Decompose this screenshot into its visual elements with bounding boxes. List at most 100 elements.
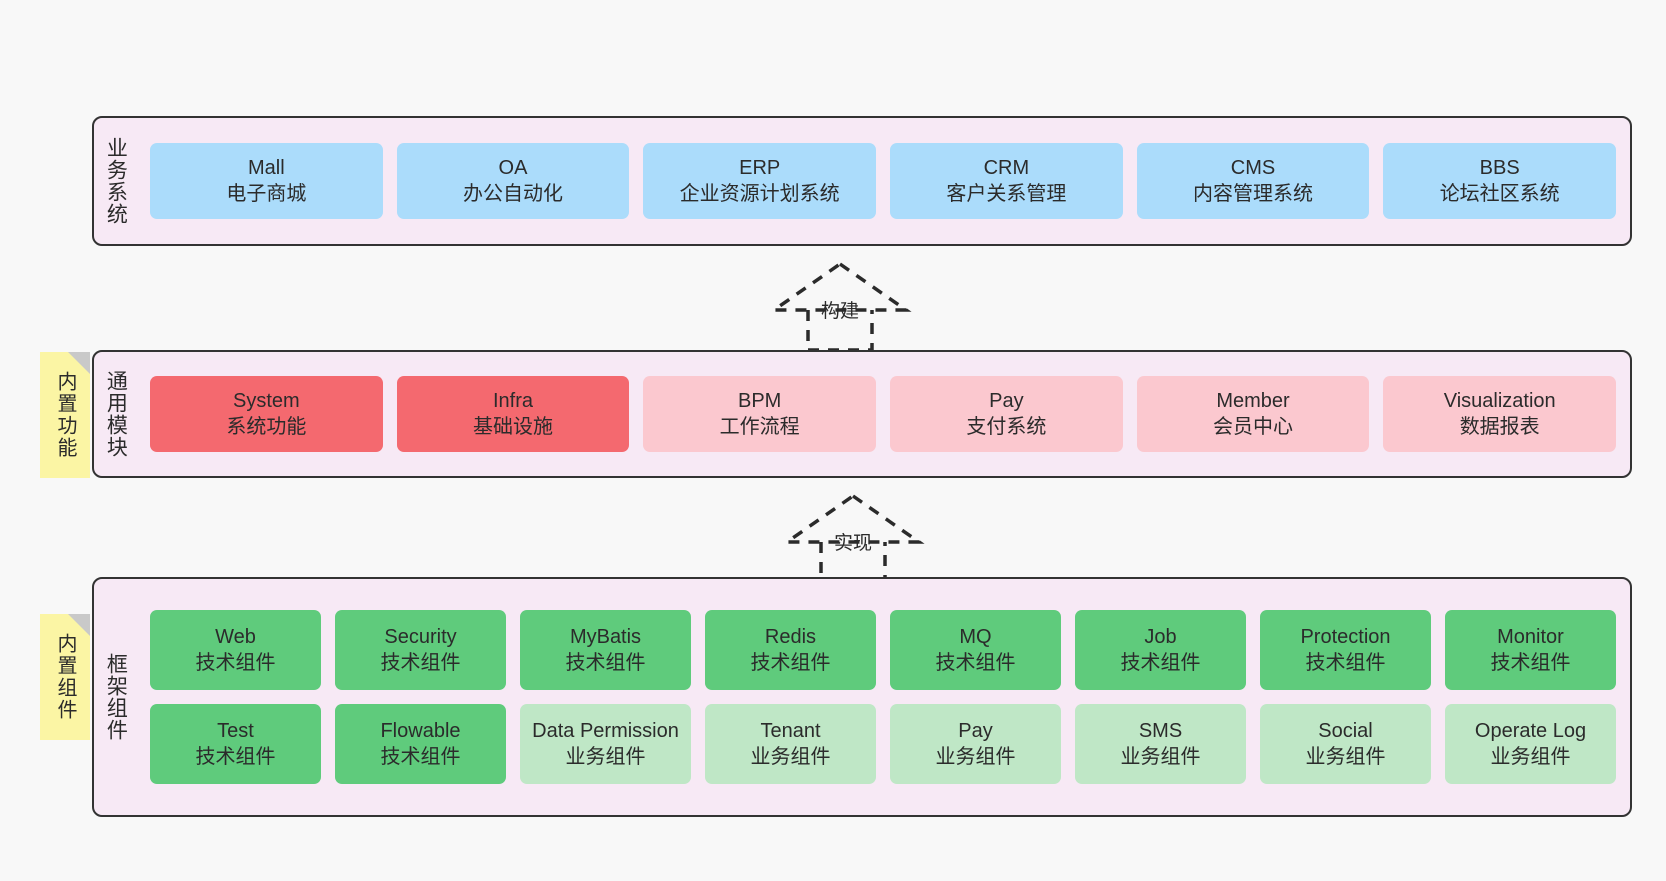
cell-tenant[interactable]: Tenant 业务组件 bbox=[705, 704, 876, 784]
cell-subtitle: 系统功能 bbox=[226, 416, 307, 438]
cell-visualization[interactable]: Visualization 数据报表 bbox=[1383, 376, 1617, 452]
cell-subtitle: 数据报表 bbox=[1459, 416, 1540, 438]
cell-member[interactable]: Member 会员中心 bbox=[1136, 376, 1370, 452]
cell-title: MQ bbox=[959, 625, 992, 648]
layer-body-business-systems: Mall 电子商城 OA 办公自动化 ERP 企业资源计划系统 CRM 客户关系… bbox=[136, 118, 1630, 244]
cell-title: Pay bbox=[958, 719, 993, 742]
cell-crm[interactable]: CRM 客户关系管理 bbox=[890, 143, 1123, 219]
cell-subtitle: 技术组件 bbox=[1120, 652, 1201, 674]
cell-job[interactable]: Job 技术组件 bbox=[1075, 610, 1246, 690]
layer-body-framework-components: Web 技术组件 Security 技术组件 MyBatis 技术组件 Redi… bbox=[136, 579, 1630, 815]
cell-mall[interactable]: Mall 电子商城 bbox=[150, 143, 383, 219]
cell-title: Security bbox=[384, 625, 457, 648]
cell-title: Job bbox=[1144, 625, 1177, 648]
cell-subtitle: 业务组件 bbox=[1305, 746, 1386, 768]
cell-mybatis[interactable]: MyBatis 技术组件 bbox=[520, 610, 691, 690]
cell-title: Web bbox=[215, 625, 256, 648]
layer-common-modules: 通用模块 System 系统功能 Infra 基础设施 BPM 工作流程 Pay… bbox=[92, 350, 1632, 478]
cell-subtitle: 客户关系管理 bbox=[946, 183, 1067, 205]
cell-title: Monitor bbox=[1497, 625, 1564, 648]
cell-subtitle: 业务组件 bbox=[935, 746, 1016, 768]
cell-monitor[interactable]: Monitor 技术组件 bbox=[1445, 610, 1616, 690]
cell-flowable[interactable]: Flowable 技术组件 bbox=[335, 704, 506, 784]
cell-subtitle: 基础设施 bbox=[473, 416, 553, 438]
connector-build-arrow: 构建 bbox=[760, 258, 920, 354]
cell-title: Visualization bbox=[1443, 389, 1556, 412]
cell-title: Pay bbox=[989, 389, 1024, 412]
cell-row: Web 技术组件 Security 技术组件 MyBatis 技术组件 Redi… bbox=[150, 610, 1616, 690]
cell-subtitle: 论坛社区系统 bbox=[1439, 183, 1560, 205]
cell-subtitle: 电子商城 bbox=[226, 183, 307, 205]
sticky-note-label: 内置组件 bbox=[54, 633, 76, 721]
cell-row: System 系统功能 Infra 基础设施 BPM 工作流程 Pay 支付系统… bbox=[150, 376, 1617, 452]
cell-data-permission[interactable]: Data Permission 业务组件 bbox=[520, 704, 691, 784]
cell-bpm[interactable]: BPM 工作流程 bbox=[643, 376, 877, 452]
cell-title: CMS bbox=[1230, 156, 1276, 179]
cell-infra[interactable]: Infra 基础设施 bbox=[396, 376, 630, 452]
layer-title-business-systems: 业务系统 bbox=[104, 137, 128, 225]
cell-subtitle: 技术组件 bbox=[565, 652, 646, 674]
cell-subtitle: 会员中心 bbox=[1213, 416, 1294, 438]
cell-title: Data Permission bbox=[532, 719, 679, 742]
cell-subtitle: 技术组件 bbox=[935, 652, 1016, 674]
cell-subtitle: 内容管理系统 bbox=[1193, 183, 1314, 205]
cell-title: Member bbox=[1216, 389, 1290, 412]
cell-sms[interactable]: SMS 业务组件 bbox=[1075, 704, 1246, 784]
cell-system[interactable]: System 系统功能 bbox=[150, 376, 383, 452]
cell-subtitle: 技术组件 bbox=[750, 652, 831, 674]
cell-row: Mall 电子商城 OA 办公自动化 ERP 企业资源计划系统 CRM 客户关系… bbox=[150, 143, 1617, 219]
sticky-note-label: 内置功能 bbox=[54, 371, 76, 459]
cell-title: Redis bbox=[764, 625, 817, 648]
cell-title: Protection bbox=[1300, 625, 1391, 648]
cell-subtitle: 技术组件 bbox=[1490, 652, 1571, 674]
cell-title: SMS bbox=[1138, 719, 1183, 742]
cell-row: Test 技术组件 Flowable 技术组件 Data Permission … bbox=[150, 704, 1616, 784]
cell-web[interactable]: Web 技术组件 bbox=[150, 610, 321, 690]
layer-title-common-modules: 通用模块 bbox=[104, 370, 128, 458]
cell-security[interactable]: Security 技术组件 bbox=[335, 610, 506, 690]
connector-implement-arrow: 实现 bbox=[773, 490, 933, 586]
cell-title: Social bbox=[1318, 719, 1373, 742]
generalization-arrow-icon bbox=[768, 261, 912, 352]
cell-pay[interactable]: Pay 支付系统 bbox=[890, 376, 1123, 452]
cell-title: Flowable bbox=[380, 719, 461, 742]
cell-operate-log[interactable]: Operate Log 业务组件 bbox=[1445, 704, 1616, 784]
cell-title: System bbox=[232, 389, 300, 412]
cell-mq[interactable]: MQ 技术组件 bbox=[890, 610, 1061, 690]
sticky-note-builtin-components: 内置组件 bbox=[40, 614, 90, 740]
cell-subtitle: 支付系统 bbox=[966, 416, 1047, 438]
cell-title: Operate Log bbox=[1474, 719, 1587, 742]
sticky-note-builtin-functions: 内置功能 bbox=[40, 352, 90, 478]
cell-subtitle: 技术组件 bbox=[380, 746, 461, 768]
cell-protection[interactable]: Protection 技术组件 bbox=[1260, 610, 1431, 690]
cell-subtitle: 业务组件 bbox=[750, 746, 831, 768]
cell-title: BBS bbox=[1479, 156, 1520, 179]
cell-title: BPM bbox=[738, 389, 782, 412]
cell-title: Tenant bbox=[760, 719, 821, 742]
cell-title: MyBatis bbox=[569, 625, 642, 648]
cell-oa[interactable]: OA 办公自动化 bbox=[396, 143, 630, 219]
cell-bbs[interactable]: BBS 论坛社区系统 bbox=[1383, 143, 1617, 219]
cell-cms[interactable]: CMS 内容管理系统 bbox=[1136, 143, 1370, 219]
cell-subtitle: 办公自动化 bbox=[463, 183, 563, 205]
cell-subtitle: 业务组件 bbox=[1490, 746, 1571, 768]
cell-erp[interactable]: ERP 企业资源计划系统 bbox=[643, 143, 877, 219]
cell-title: ERP bbox=[739, 156, 781, 179]
cell-social[interactable]: Social 业务组件 bbox=[1260, 704, 1431, 784]
cell-title: OA bbox=[498, 156, 528, 179]
cell-subtitle: 业务组件 bbox=[565, 746, 646, 768]
cell-redis[interactable]: Redis 技术组件 bbox=[705, 610, 876, 690]
folded-corner-icon bbox=[68, 352, 90, 374]
cell-subtitle: 企业资源计划系统 bbox=[679, 183, 840, 205]
cell-test[interactable]: Test 技术组件 bbox=[150, 704, 321, 784]
layer-title-framework-components: 框架组件 bbox=[104, 653, 128, 741]
cell-title: Infra bbox=[492, 389, 534, 412]
cell-subtitle: 业务组件 bbox=[1120, 746, 1201, 768]
folded-corner-icon bbox=[68, 614, 90, 636]
cell-subtitle: 工作流程 bbox=[719, 416, 800, 438]
layer-body-common-modules: System 系统功能 Infra 基础设施 BPM 工作流程 Pay 支付系统… bbox=[136, 352, 1630, 476]
cell-title: Mall bbox=[248, 156, 285, 179]
cell-pay-business[interactable]: Pay 业务组件 bbox=[890, 704, 1061, 784]
generalization-arrow-icon bbox=[781, 493, 925, 584]
